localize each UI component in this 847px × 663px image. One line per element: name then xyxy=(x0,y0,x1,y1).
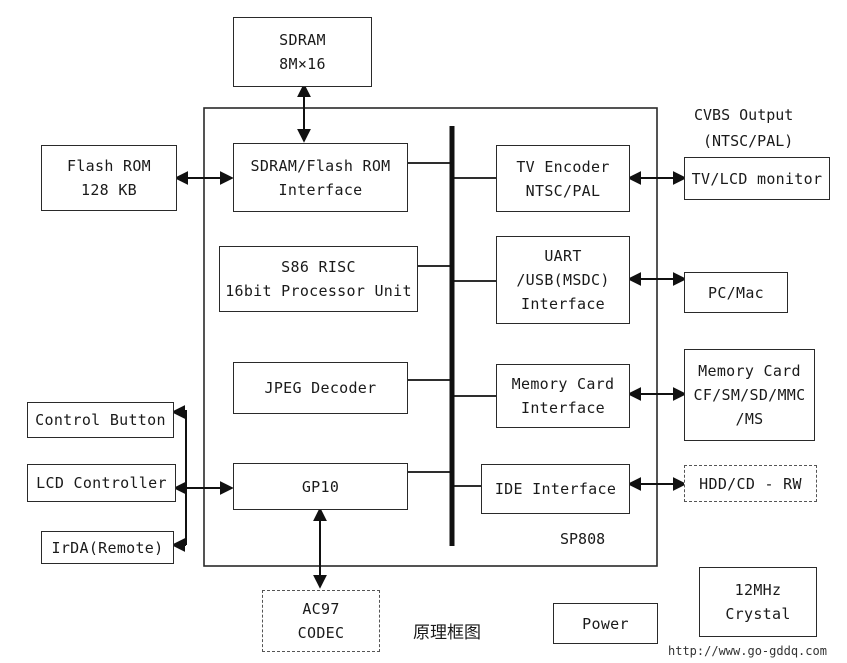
memory-card-ms: /MS xyxy=(735,410,764,428)
power-label: Power xyxy=(582,614,629,633)
risc-sub: 16bit Processor Unit xyxy=(225,282,412,300)
tv-lcd-monitor-label: TV/LCD monitor xyxy=(691,169,823,188)
jpeg-label: JPEG Decoder xyxy=(264,379,377,397)
lcd-controller-label: LCD Controller xyxy=(36,474,167,492)
pc-mac-block: PC/Mac xyxy=(684,272,788,313)
diagram-title: 原理框图 xyxy=(413,623,481,643)
control-button-label: Control Button xyxy=(35,411,166,429)
sdram-flash-interface-sub: Interface xyxy=(278,180,363,199)
power-block: Power xyxy=(553,603,658,644)
memory-card-interface-block: Memory Card Interface xyxy=(496,364,630,428)
source-url: http://www.go-gddq.com xyxy=(668,644,827,658)
lcd-controller-block: LCD Controller xyxy=(27,464,176,502)
memory-card-interface-sub: Interface xyxy=(521,399,605,417)
cvbs-output-label: CVBS Output xyxy=(694,106,794,124)
jpeg-decoder-block: JPEG Decoder xyxy=(233,362,408,414)
uart-label: UART xyxy=(544,247,582,265)
irda-remote-block: IrDA(Remote) xyxy=(41,531,174,564)
chip-name-label: SP808 xyxy=(560,530,606,548)
ac97-label: AC97 xyxy=(302,600,340,618)
ide-interface-block: IDE Interface xyxy=(481,464,630,514)
risc-label: S86 RISC xyxy=(281,258,356,276)
pc-mac-label: PC/Mac xyxy=(708,283,764,302)
flash-rom-block: Flash ROM 128 KB xyxy=(41,145,177,211)
hdd-cd-rw-block: HDD/CD - RW xyxy=(684,465,817,502)
uart-usb-block: UART /USB(MSDC) Interface xyxy=(496,236,630,324)
uart-interface-label: Interface xyxy=(521,295,605,313)
crystal-block: 12MHz Crystal xyxy=(699,567,817,637)
memory-card-types: CF/SM/SD/MMC xyxy=(693,386,806,404)
tv-lcd-monitor-block: TV/LCD monitor xyxy=(684,157,830,200)
sdram-label: SDRAM xyxy=(279,31,326,49)
gpio-block: GP10 xyxy=(233,463,408,510)
risc-processor-block: S86 RISC 16bit Processor Unit xyxy=(219,246,418,312)
tv-encoder-sub: NTSC/PAL xyxy=(525,181,601,200)
crystal-label: Crystal xyxy=(725,605,791,623)
memory-card-block: Memory Card CF/SM/SD/MMC /MS xyxy=(684,349,815,441)
sp808-chip-boundary xyxy=(203,107,658,567)
sdram-flash-interface-block: SDRAM/Flash ROM Interface xyxy=(233,143,408,212)
memory-card-label: Memory Card xyxy=(698,362,801,380)
crystal-freq: 12MHz xyxy=(734,581,782,599)
gpio-label: GP10 xyxy=(301,477,340,496)
ide-label: IDE Interface xyxy=(494,480,617,498)
memory-card-interface-label: Memory Card xyxy=(511,375,615,393)
usb-label: /USB(MSDC) xyxy=(516,271,610,289)
irda-label: IrDA(Remote) xyxy=(51,538,164,557)
flash-rom-label: Flash ROM xyxy=(67,157,151,175)
hdd-label: HDD/CD - RW xyxy=(699,474,802,493)
tv-encoder-label: TV Encoder xyxy=(516,157,610,176)
ac97-codec-block: AC97 CODEC xyxy=(262,590,380,652)
control-button-block: Control Button xyxy=(27,402,174,438)
sdram-flash-interface-label: SDRAM/Flash ROM xyxy=(250,156,391,175)
sdram-size: 8M×16 xyxy=(279,55,326,73)
flash-rom-size: 128 KB xyxy=(81,181,137,199)
tv-encoder-block: TV Encoder NTSC/PAL xyxy=(496,145,630,212)
sdram-block: SDRAM 8M×16 xyxy=(233,17,372,87)
codec-label: CODEC xyxy=(297,624,345,642)
cvbs-format-label: (NTSC/PAL) xyxy=(703,132,794,150)
